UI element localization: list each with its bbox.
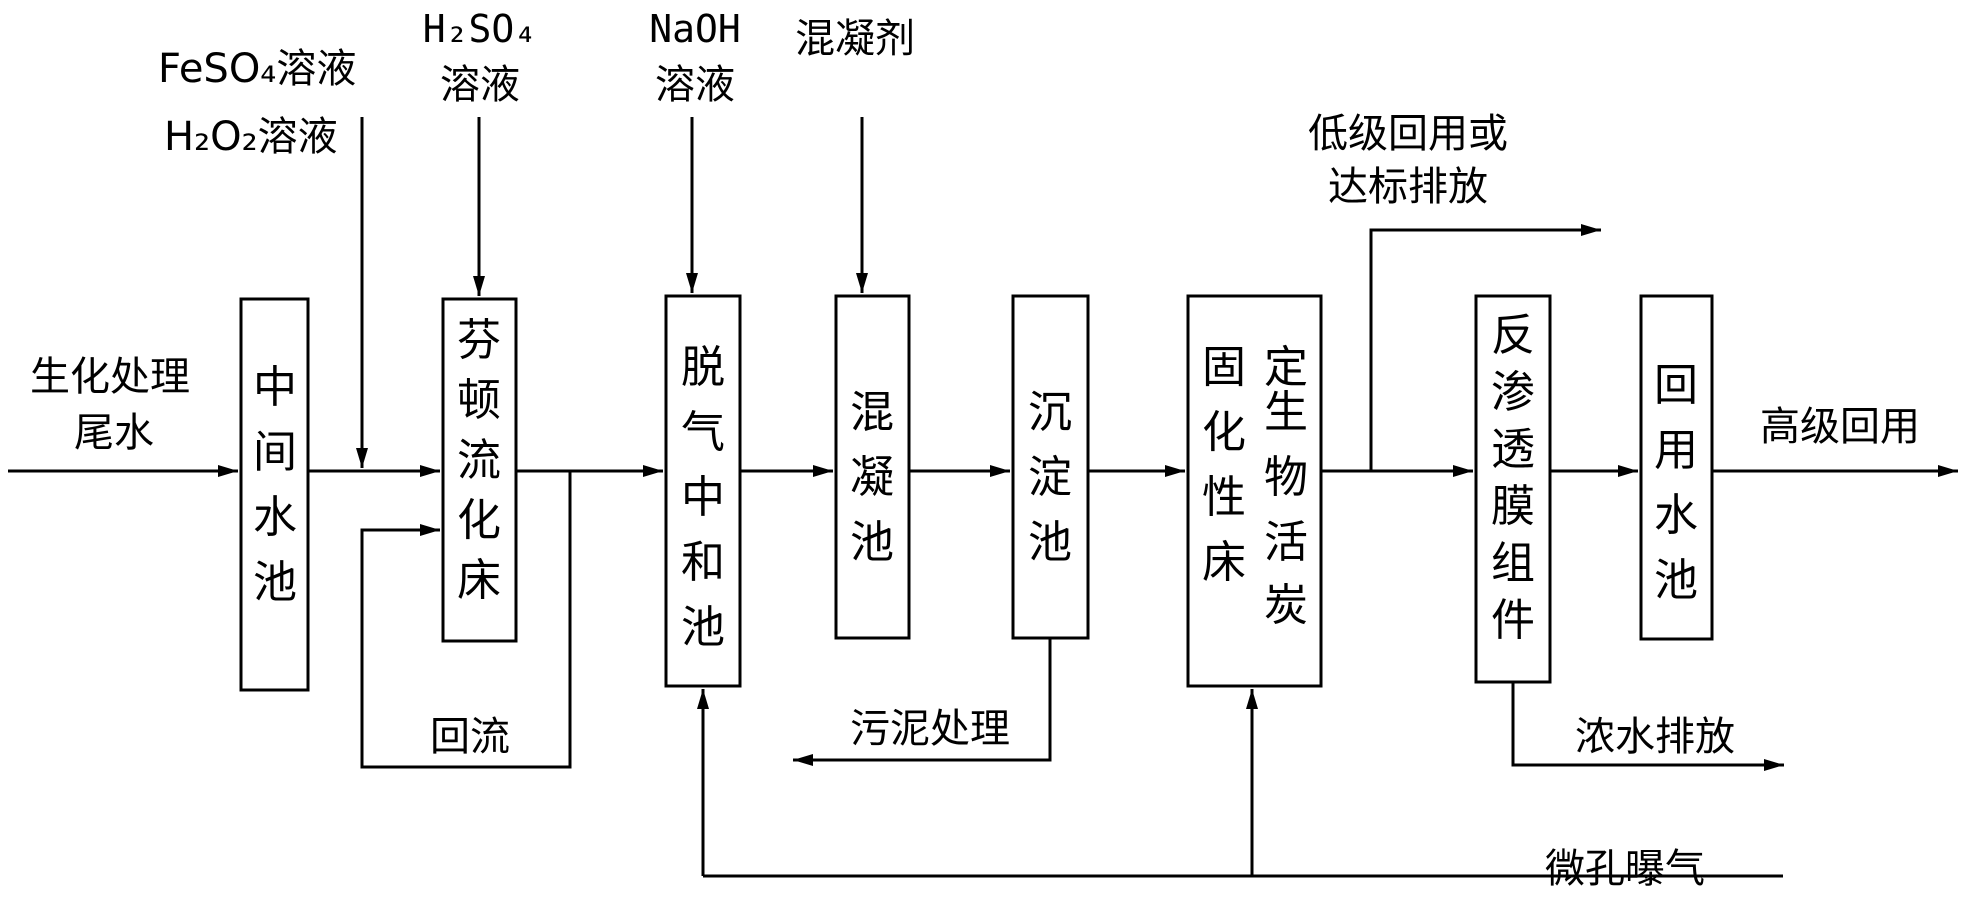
influent-label-line2: 尾水: [74, 410, 154, 456]
ro-module-char: 组: [1491, 538, 1535, 589]
intermediate-tank-char: 间: [253, 427, 297, 478]
high-reuse-label: 高级回用: [1760, 404, 1920, 450]
carbon-bed-char: 物: [1264, 452, 1308, 503]
intermediate-tank-char: 中: [253, 362, 297, 413]
coag-tank-char: 池: [850, 517, 894, 568]
intermediate-tank-char: 水: [253, 492, 297, 543]
h2so4-label-line1: H₂SO₄: [423, 7, 537, 51]
reuse-tank-label: 回 用 水 池: [1654, 360, 1698, 606]
recycle-label: 回流: [430, 714, 510, 760]
influent-label-line1: 生化处理: [30, 354, 190, 400]
ro-module-char: 膜: [1491, 481, 1535, 532]
coag-tank-label: 混 凝 池: [850, 387, 894, 568]
reuse-tank-char: 用: [1654, 425, 1698, 476]
reuse-tank-box: [1639, 294, 1714, 641]
carbon-bed-char: 定: [1264, 342, 1308, 393]
intermediate-tank-label: 中 间 水 池: [253, 362, 297, 608]
feso4-label: FeSO₄溶液: [158, 46, 356, 92]
low-reuse-branch: [1369, 224, 1601, 471]
sludge-label: 污泥处理: [850, 706, 1010, 752]
intermediate-tank-char: 池: [253, 557, 297, 608]
coagulant-label: 混凝剂: [795, 16, 915, 62]
sludge-line: [793, 638, 1052, 766]
fenton-bed-char: 顿: [457, 375, 501, 426]
concentrate-line: [1511, 682, 1784, 771]
degas-tank-char: 和: [681, 537, 725, 588]
carbon-bed-char: 生: [1264, 387, 1308, 438]
ro-module-char: 反: [1491, 310, 1535, 361]
fenton-bed-char: 床: [457, 555, 501, 606]
concentrate-label: 浓水排放: [1575, 714, 1735, 760]
reuse-tank-char: 水: [1654, 490, 1698, 541]
carbon-bed-char: 床: [1202, 537, 1246, 588]
low-reuse-label-line1: 低级回用或: [1308, 111, 1508, 157]
degas-tank-label: 脱 气 中 和 池: [681, 342, 725, 653]
ro-module-label: 反 渗 透 膜 组 件: [1491, 310, 1535, 646]
carbon-bed-char: 炭: [1264, 580, 1308, 631]
naoh-label-line1: NaOH: [649, 7, 741, 51]
aeration-label: 微孔曝气: [1545, 846, 1705, 892]
low-reuse-label-line2: 达标排放: [1328, 164, 1488, 210]
carbon-bed-char: 活: [1264, 517, 1308, 568]
settling-tank-char: 淀: [1028, 452, 1072, 503]
settling-tank-char: 池: [1028, 517, 1072, 568]
carbon-bed-label: 固 定 化 生 物 性 活 床 炭: [1202, 342, 1308, 631]
carbon-bed-box: [1186, 294, 1323, 688]
coag-tank-char: 凝: [850, 452, 894, 503]
intermediate-tank-box: [239, 297, 310, 692]
degas-tank-char: 脱: [681, 342, 725, 393]
degas-tank-char: 气: [681, 407, 725, 458]
carbon-bed-char: 化: [1202, 407, 1246, 458]
fenton-bed-char: 流: [457, 435, 501, 486]
coag-tank-char: 混: [850, 387, 894, 438]
degas-tank-char: 池: [681, 602, 725, 653]
fenton-bed-box: [441, 297, 518, 643]
ro-module-char: 透: [1491, 424, 1535, 475]
degas-tank-char: 中: [681, 472, 725, 523]
fenton-bed-char: 化: [457, 495, 501, 546]
reuse-tank-char: 池: [1654, 555, 1698, 606]
naoh-label-line2: 溶液: [655, 62, 735, 108]
settling-tank-label: 沉 淀 池: [1028, 387, 1072, 568]
h2so4-label-line2: 溶液: [440, 62, 520, 108]
ro-module-char: 渗: [1491, 367, 1535, 418]
ro-module-char: 件: [1491, 595, 1535, 646]
fenton-bed-label: 芬 顿 流 化 床: [457, 315, 501, 606]
reuse-tank-char: 回: [1654, 360, 1698, 411]
recycle-loop: [360, 471, 572, 769]
h2o2-label: H₂O₂溶液: [164, 114, 338, 160]
settling-tank-char: 沉: [1028, 387, 1072, 438]
carbon-bed-char: 固: [1202, 342, 1246, 393]
degas-tank-box: [664, 294, 742, 688]
fenton-bed-char: 芬: [457, 315, 501, 366]
coag-tank-box: [834, 294, 911, 640]
carbon-bed-char: 性: [1202, 472, 1246, 523]
